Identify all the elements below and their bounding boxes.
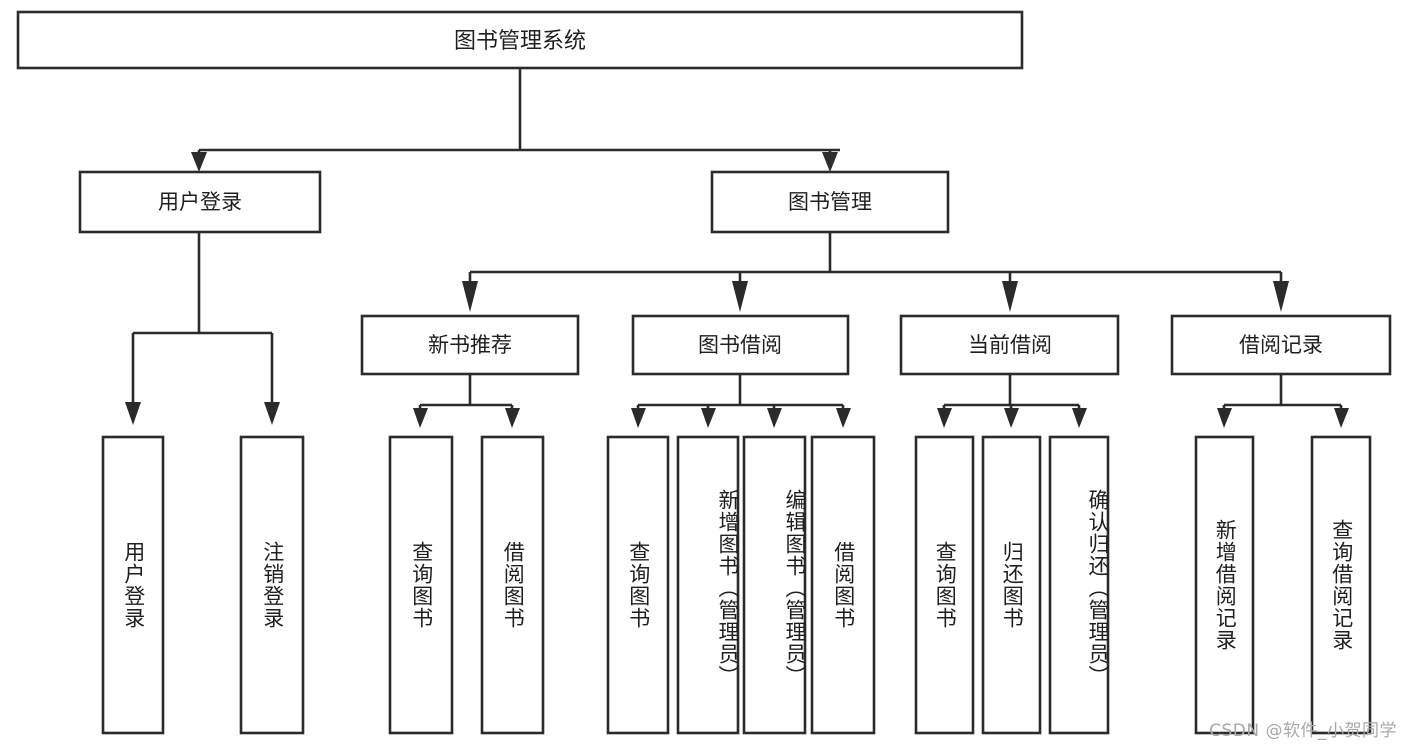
- arrowhead-newbook-rec: [462, 281, 478, 312]
- arrowhead-leaf-query-book-3: [937, 408, 952, 428]
- node-user-login[interactable]: 用户登录: [78, 170, 322, 234]
- node-borrow-record[interactable]: 借阅记录: [1170, 314, 1392, 376]
- arrowhead-leaf-edit-book: [767, 408, 782, 428]
- node-book-borrow[interactable]: 图书借阅: [631, 314, 850, 376]
- arrowhead-leaf-add-book: [701, 408, 716, 428]
- arrowhead-leaf-query-book-2: [631, 408, 646, 428]
- node-book-borrow-box[interactable]: [631, 314, 850, 376]
- arrowhead-leaf-query-book-1: [413, 408, 428, 428]
- arrowhead-leaf-query-record: [1334, 408, 1349, 428]
- leaf-box-confirm-return-admin[interactable]: [1048, 435, 1110, 735]
- arrowhead-leaf-borrow-book-2: [836, 408, 851, 428]
- node-current-borrow[interactable]: 当前借阅: [899, 314, 1120, 376]
- leaf-box-edit-book-admin[interactable]: [742, 435, 807, 735]
- leaf-box-query-book-newrec[interactable]: [388, 435, 454, 735]
- leaf-box-query-borrow-record[interactable]: [1310, 435, 1372, 735]
- leaf-box-borrow-book-newrec[interactable]: [480, 435, 545, 735]
- arrowhead-current-borrow: [1002, 281, 1018, 312]
- node-new-book-recommend-box[interactable]: [360, 314, 580, 376]
- node-borrow-record-label: 借阅记录: [1239, 333, 1323, 357]
- arrowhead-leaf-user-login: [125, 402, 141, 425]
- watermark-text: CSDN @软件_小贺同学: [1209, 721, 1397, 741]
- node-root-label: 图书管理系统: [454, 29, 586, 54]
- leaf-box-logout[interactable]: [239, 435, 305, 735]
- node-book-management[interactable]: 图书管理: [710, 170, 950, 234]
- node-book-borrow-label: 图书借阅: [698, 333, 782, 357]
- leaf-box-query-book-borrow[interactable]: [606, 435, 670, 735]
- node-root-box[interactable]: [16, 10, 1024, 70]
- arrowhead-leaf-confirm-return: [1072, 408, 1087, 428]
- leaf-box-add-borrow-record[interactable]: [1194, 435, 1255, 735]
- arrowhead-book-borrow: [732, 281, 748, 312]
- leaf-box-borrow-book[interactable]: [810, 435, 876, 735]
- arrowhead-leaf-return-book: [1004, 408, 1019, 428]
- leaf-box-user-login[interactable]: [101, 435, 165, 735]
- node-root[interactable]: 图书管理系统: [16, 10, 1024, 70]
- arrowhead-borrow-record: [1273, 281, 1289, 312]
- leaf-box-return-book[interactable]: [981, 435, 1042, 735]
- node-current-borrow-box[interactable]: [899, 314, 1120, 376]
- node-new-book-recommend[interactable]: 新书推荐: [360, 314, 580, 376]
- leaf-box-group: [101, 435, 1372, 735]
- connector-group: [125, 68, 1349, 428]
- leaf-box-add-book-admin[interactable]: [676, 435, 740, 735]
- arrowhead-leaf-borrow-book-1: [505, 408, 520, 428]
- node-book-management-label: 图书管理: [788, 190, 872, 214]
- node-user-login-box[interactable]: [78, 170, 322, 234]
- leaf-box-query-book-current[interactable]: [914, 435, 975, 735]
- arrowhead-leaf-add-record: [1217, 408, 1232, 428]
- arrowhead-book-mgmt: [822, 152, 838, 172]
- node-borrow-record-box[interactable]: [1170, 314, 1392, 376]
- arrowhead-leaf-logout: [264, 402, 280, 425]
- arrowhead-user-login: [191, 152, 207, 172]
- node-current-borrow-label: 当前借阅: [968, 333, 1052, 357]
- node-new-book-recommend-label: 新书推荐: [428, 333, 512, 357]
- node-user-login-label: 用户登录: [158, 190, 242, 214]
- node-book-management-box[interactable]: [710, 170, 950, 234]
